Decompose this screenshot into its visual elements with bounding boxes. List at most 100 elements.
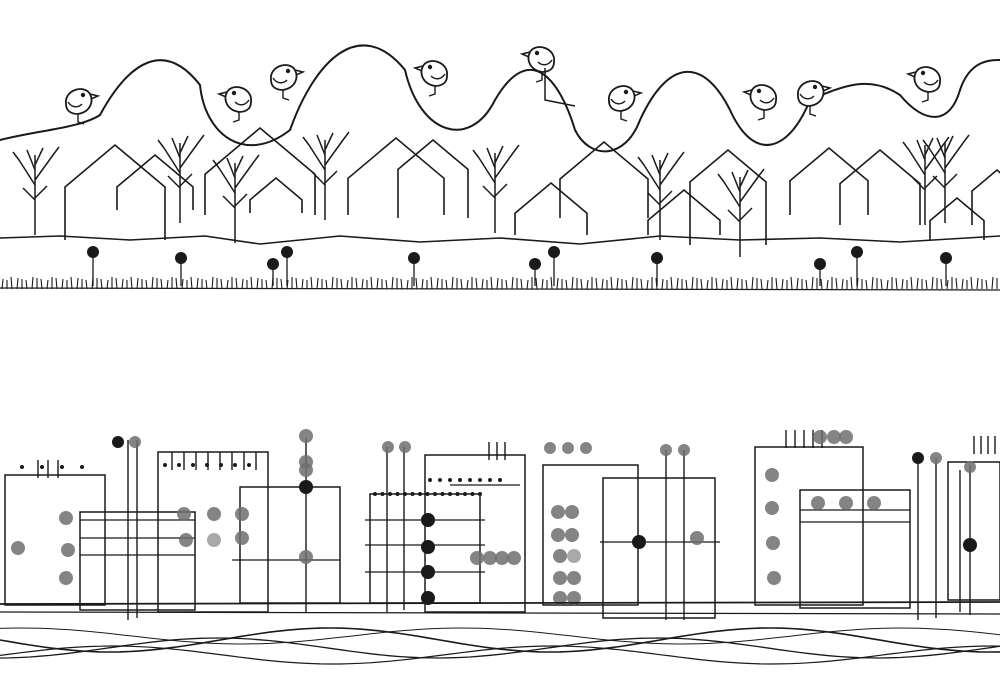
ink-circle [963, 538, 977, 552]
bird-wing [67, 101, 83, 108]
bird-legs [428, 86, 436, 97]
bird-body [224, 86, 252, 113]
bird-eye [920, 70, 926, 76]
window-dot [40, 465, 44, 469]
house-outline [514, 181, 588, 235]
window-dot [163, 463, 167, 467]
bird-wing [759, 97, 775, 104]
house-outline [397, 138, 469, 218]
ink-circle [421, 540, 435, 554]
building-outline [4, 474, 106, 606]
flower-head [814, 258, 826, 270]
bird-icon [608, 85, 644, 122]
house-outline [64, 143, 166, 240]
house-outline-connector [0, 235, 1000, 245]
bird-body [65, 88, 93, 115]
ink-circle [544, 442, 556, 454]
tree-icon [902, 136, 950, 225]
bird-wing [272, 77, 288, 84]
ink-circle [562, 442, 574, 454]
house-outline [689, 148, 767, 245]
window-dot [438, 478, 442, 482]
bird-eye [231, 90, 237, 96]
window-dot [488, 478, 492, 482]
bird-eye [756, 88, 762, 94]
bird-perch [544, 68, 576, 107]
bird-body [270, 64, 298, 91]
bird-beak [905, 71, 917, 78]
ink-circle [565, 528, 579, 542]
ink-circle [112, 436, 124, 448]
window-dot [458, 478, 462, 482]
wave-line [0, 637, 1000, 659]
flower-icon [408, 252, 420, 286]
bird-eye [285, 68, 291, 74]
window-dot [440, 492, 445, 496]
flower-icon [851, 246, 863, 286]
ink-circle [930, 452, 942, 464]
house-outline [789, 146, 869, 215]
tree-branches [12, 146, 60, 235]
ink-circle [470, 551, 484, 565]
bird-legs [535, 72, 543, 83]
bird-icon [270, 64, 306, 101]
tree-icon [472, 144, 520, 233]
bird-beak [412, 65, 424, 72]
ink-circle [553, 571, 567, 585]
window-dot [470, 492, 475, 496]
bird-eye [812, 84, 818, 90]
ink-circle [59, 571, 73, 585]
ink-circle [299, 480, 313, 494]
bird-beak [821, 85, 833, 92]
ink-circle [179, 533, 193, 547]
ink-circle [399, 441, 411, 453]
window-dot [410, 492, 415, 496]
ink-circle [11, 541, 25, 555]
tree-icon [157, 134, 205, 223]
flower-head [651, 252, 663, 264]
bird-legs [232, 112, 240, 123]
window-dot [80, 465, 84, 469]
tree-branches [472, 144, 520, 233]
tree-icon [717, 168, 765, 257]
window-dot [448, 478, 452, 482]
city-scene [0, 429, 1000, 665]
bird-body [608, 85, 636, 112]
ink-circle [813, 430, 827, 444]
ink-circle [632, 535, 646, 549]
bird-wing [234, 99, 250, 106]
flower-icon [814, 258, 826, 286]
bird-eye [534, 50, 540, 56]
bird-icon [797, 80, 833, 117]
tree-branches [157, 134, 205, 223]
tree-branches [212, 154, 260, 243]
window-dot [428, 478, 432, 482]
village-scene [0, 44, 1000, 291]
bird-beak [632, 90, 644, 97]
flower-icon [940, 252, 952, 286]
ink-circle [678, 444, 690, 456]
window-dot [468, 478, 472, 482]
window-dot [373, 492, 377, 496]
ink-circle [567, 571, 581, 585]
street-line-lower [0, 611, 1000, 615]
bird-legs [921, 92, 929, 103]
ink-circle [912, 452, 924, 464]
flower-icon [548, 246, 560, 286]
ink-circle [177, 507, 191, 521]
bird-body [797, 80, 825, 107]
ink-circle [839, 496, 853, 510]
flower-head [851, 246, 863, 258]
ink-circle [767, 571, 781, 585]
ink-circle [766, 536, 780, 550]
bird-wing [799, 93, 815, 100]
ink-circle [421, 565, 435, 579]
window-dot [463, 492, 467, 496]
flower-icon [529, 258, 541, 286]
bird-icon [65, 88, 101, 125]
window-dot [478, 492, 482, 496]
window-dot [433, 492, 437, 496]
tree-branches [902, 136, 950, 225]
window-dot [425, 492, 430, 496]
